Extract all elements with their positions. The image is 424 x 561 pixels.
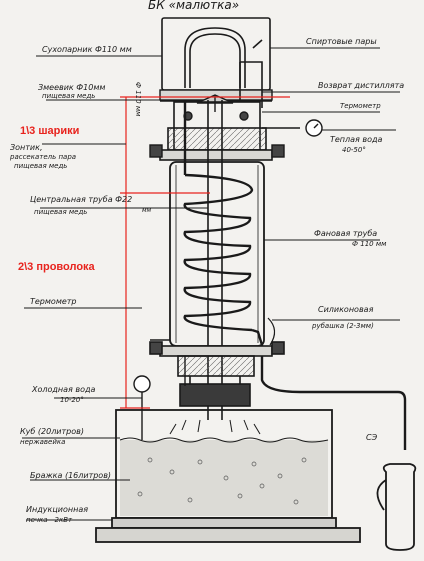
label-cube-2: нержавейка — [20, 438, 65, 446]
silicone-jacket — [267, 317, 276, 346]
upper-housing — [159, 61, 273, 161]
water-tubes — [150, 127, 300, 386]
label-umbrella-2: рассекатель пара — [9, 153, 76, 161]
label-braga: Бражка (16литров) — [30, 471, 111, 480]
label-return: Возврат дистиллята — [318, 81, 404, 90]
label-cube-1: Куб (20литров) — [20, 427, 84, 436]
label-stopper: Сухопарник Ф110 мм — [42, 45, 132, 54]
leader-lines — [22, 47, 400, 521]
cube-vessel — [95, 409, 361, 543]
label-vapors: Спиртовые пары — [306, 37, 377, 46]
label-jacket-2: рубашка (2-3мм) — [311, 322, 374, 330]
annotation-wire: 2\3 проволока — [18, 261, 96, 273]
bubbles — [137, 457, 307, 505]
label-warm-water: Теплая вода — [330, 135, 383, 144]
label-fan-1: Фановая труба — [314, 229, 377, 238]
label-fan-2: Ф 110 мм — [352, 240, 387, 248]
label-central-2: пищевая медь — [34, 208, 87, 216]
label-stove-2: печка - 2кВт — [26, 516, 73, 524]
label-umbrella-1: Зонтик, — [10, 143, 43, 152]
label-stove-1: Индукционная — [26, 505, 88, 514]
label-se: СЭ — [366, 433, 378, 442]
steam-arrows — [169, 419, 261, 435]
label-warm-temp: 40-50° — [342, 146, 366, 154]
label-central-1: Центральная труба Ф22 — [30, 195, 132, 204]
lower-housing — [149, 341, 285, 407]
label-jacket-1: Силиконовая — [318, 305, 374, 314]
label-thermometer-left: Термометр — [30, 297, 77, 306]
diagram-title: БК «малютка» — [148, 0, 239, 12]
label-cold-temp: 10-20° — [60, 396, 84, 404]
label-thermometer-right: Термометр — [340, 102, 381, 110]
right-thermometer-icon — [305, 119, 323, 137]
label-cold-water: Холодная вода — [31, 385, 96, 394]
label-dimension: Ф 110 мм — [134, 82, 142, 117]
label-coil-1: Змеевик Ф10мм — [38, 83, 105, 92]
stopper-dome — [161, 17, 271, 91]
label-central-mm: мм — [142, 207, 152, 214]
label-umbrella-3: пищевая медь — [14, 162, 67, 170]
annotation-balls: 1\3 шарики — [20, 125, 79, 137]
coil — [183, 100, 407, 450]
collecting-jug — [376, 463, 417, 551]
steam-umbrella — [196, 94, 234, 112]
dimension-line — [120, 96, 290, 409]
label-coil-2: пищевая медь — [42, 92, 95, 100]
